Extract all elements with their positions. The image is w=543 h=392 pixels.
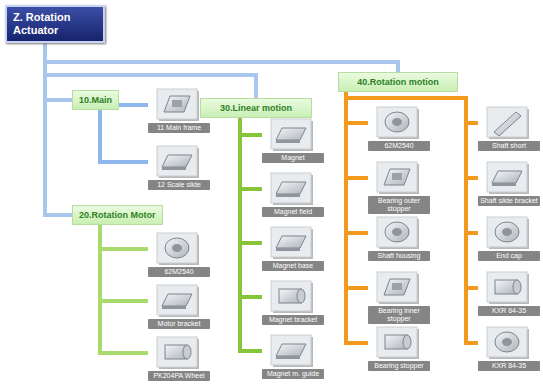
part-thumbnail (376, 271, 420, 305)
part-caption: Bearing stopper (368, 361, 430, 371)
part-caption: Shaft slide bracket (478, 196, 540, 206)
part-item: Bearing inner stopper (368, 271, 430, 324)
part-caption: 12 Scale slide (148, 180, 210, 190)
part-caption: Magnet field (262, 207, 324, 217)
tree-connector (45, 43, 72, 100)
part-item: KXR 64-35 (478, 271, 540, 316)
part-item: Magnet field (262, 172, 324, 217)
group-box: 30.Linear motion (200, 98, 312, 118)
root-title: Z. Rotation Actuator (13, 11, 97, 37)
part-item: End cap (478, 216, 540, 261)
tree-connector (240, 118, 262, 351)
part-caption: 62M2540 (368, 141, 430, 151)
part-thumbnail (486, 161, 530, 195)
part-thumbnail (270, 118, 314, 152)
part-thumbnail (270, 280, 314, 314)
group-label: 20.Rotation Motor (79, 210, 156, 220)
part-item: Bearing outer stopper (368, 161, 430, 214)
part-item: PK204PA Wheel (148, 336, 210, 381)
part-caption: Magnet m. guide (262, 369, 324, 379)
part-item: Magnet (262, 118, 324, 163)
part-thumbnail (156, 145, 200, 179)
group-box: 10.Main (72, 90, 119, 110)
tree-connector (100, 225, 148, 301)
part-thumbnail (270, 172, 314, 206)
part-thumbnail (486, 326, 530, 360)
part-thumbnail (486, 271, 530, 305)
part-caption: Magnet base (262, 261, 324, 271)
part-thumbnail (486, 216, 530, 250)
part-item: Magnet m. guide (262, 334, 324, 379)
part-item: Bearing stopper (368, 326, 430, 371)
tree-connector (346, 92, 478, 233)
part-thumbnail (376, 106, 420, 140)
root-box: Z. Rotation Actuator (5, 5, 105, 43)
tree-connector (100, 110, 148, 162)
part-caption: Motor bracket (148, 319, 210, 329)
part-item: 12 Scale slide (148, 145, 210, 190)
part-caption: Shaft housing (368, 251, 430, 261)
part-thumbnail (156, 284, 200, 318)
part-caption: Magnet bracket (262, 315, 324, 325)
part-caption: KXR 64-35 (478, 306, 540, 316)
part-thumbnail (270, 226, 314, 260)
part-caption: Bearing outer stopper (368, 196, 430, 214)
tree-connector (346, 92, 368, 288)
tree-connector (240, 118, 262, 135)
part-thumbnail (376, 326, 420, 360)
tree-connector (100, 225, 148, 249)
part-item: 62M2540 (368, 106, 430, 151)
part-caption: PK204PA Wheel (148, 371, 210, 381)
tree-connector (100, 225, 148, 353)
part-caption: Magnet (262, 153, 324, 163)
tree-connector (45, 43, 398, 72)
part-thumbnail (156, 336, 200, 370)
part-thumbnail (156, 88, 200, 122)
part-item: Shaft slide bracket (478, 161, 540, 206)
tree-connector (240, 118, 262, 189)
group-box: 20.Rotation Motor (72, 205, 163, 225)
part-item: Shaft housing (368, 216, 430, 261)
part-item: Motor bracket (148, 284, 210, 329)
group-label: 40.Rotation motion (345, 77, 451, 87)
part-thumbnail (156, 232, 200, 266)
part-caption: 11 Main frame (148, 123, 210, 133)
tree-connector (346, 92, 478, 343)
tree-connector (346, 92, 478, 288)
tree-connector (346, 92, 368, 233)
part-item: Magnet bracket (262, 280, 324, 325)
part-thumbnail (270, 334, 314, 368)
group-label: 30.Linear motion (207, 103, 305, 113)
part-item: Shaft short (478, 106, 540, 151)
part-caption: 62M2540 (148, 267, 210, 277)
part-caption: Bearing inner stopper (368, 306, 430, 324)
part-caption: End cap (478, 251, 540, 261)
part-item: 62M2540 (148, 232, 210, 277)
part-caption: Shaft short (478, 141, 540, 151)
part-caption: KXR 84-35 (478, 361, 540, 371)
tree-connector (346, 92, 368, 343)
part-thumbnail (376, 161, 420, 195)
part-item: KXR 84-35 (478, 326, 540, 371)
tree-connector (45, 43, 72, 215)
group-label: 10.Main (79, 95, 112, 105)
part-thumbnail (486, 106, 530, 140)
group-box: 40.Rotation motion (338, 72, 458, 92)
part-item: Magnet base (262, 226, 324, 271)
tree-connector (240, 118, 262, 297)
part-thumbnail (376, 216, 420, 250)
tree-connector (240, 118, 262, 243)
tree-connector (346, 92, 368, 178)
